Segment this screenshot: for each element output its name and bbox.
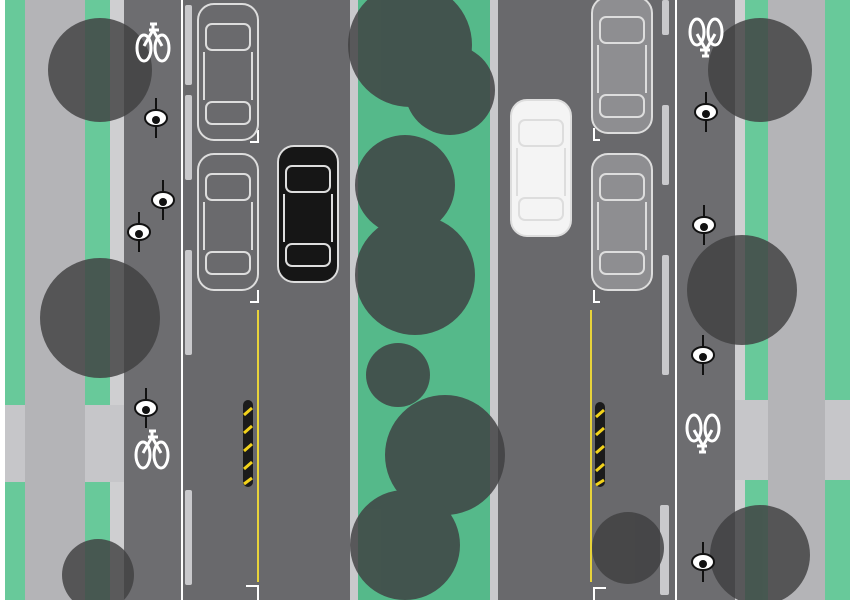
- tree-canopy-icon: [350, 490, 460, 600]
- flexible-delineator-left: [243, 400, 253, 487]
- car-parked-icon: [197, 3, 259, 141]
- median-curb-left: [350, 0, 358, 600]
- car-moving-black-icon: [277, 145, 339, 283]
- curb-stop: [185, 5, 192, 85]
- bike-lane-line-right: [675, 0, 677, 600]
- parking-mark: [593, 290, 600, 303]
- center-line-right: [590, 310, 592, 582]
- planting-strip-right-outer: [825, 0, 850, 600]
- tree-canopy-icon: [355, 215, 475, 335]
- curb-stop: [185, 490, 192, 585]
- tree-canopy-icon: [355, 135, 455, 235]
- tree-canopy-icon: [40, 258, 160, 378]
- parking-mark: [593, 128, 600, 141]
- car-parked-icon: [591, 0, 653, 134]
- parking-mark: [593, 587, 606, 600]
- tree-canopy-icon: [708, 18, 812, 122]
- planting-strip-left-outer: [5, 0, 25, 600]
- center-line-left: [257, 310, 259, 582]
- tree-canopy-icon: [48, 18, 152, 122]
- tree-canopy-icon: [405, 45, 495, 135]
- parking-mark: [246, 585, 259, 600]
- curb-stop: [662, 255, 669, 375]
- tree-canopy-icon: [710, 505, 810, 600]
- tree-canopy-icon: [592, 512, 664, 584]
- tree-canopy-icon: [687, 235, 797, 345]
- car-parked-icon: [197, 153, 259, 291]
- curb-stop: [185, 250, 192, 355]
- parking-mark: [250, 130, 259, 143]
- median-curb-right: [490, 0, 498, 600]
- tree-canopy-icon: [385, 395, 505, 515]
- curb-stop: [662, 105, 669, 185]
- parking-mark: [250, 290, 259, 303]
- bike-lane-line-left: [181, 0, 183, 600]
- tree-canopy-icon: [62, 539, 134, 600]
- curb-stop: [662, 0, 669, 35]
- curb-stop: [185, 95, 192, 180]
- tree-canopy-icon: [366, 343, 430, 407]
- car-parked-icon: [591, 153, 653, 291]
- curb-stop: [660, 505, 669, 595]
- flexible-delineator-right: [595, 402, 605, 487]
- car-moving-white-icon: [510, 99, 572, 237]
